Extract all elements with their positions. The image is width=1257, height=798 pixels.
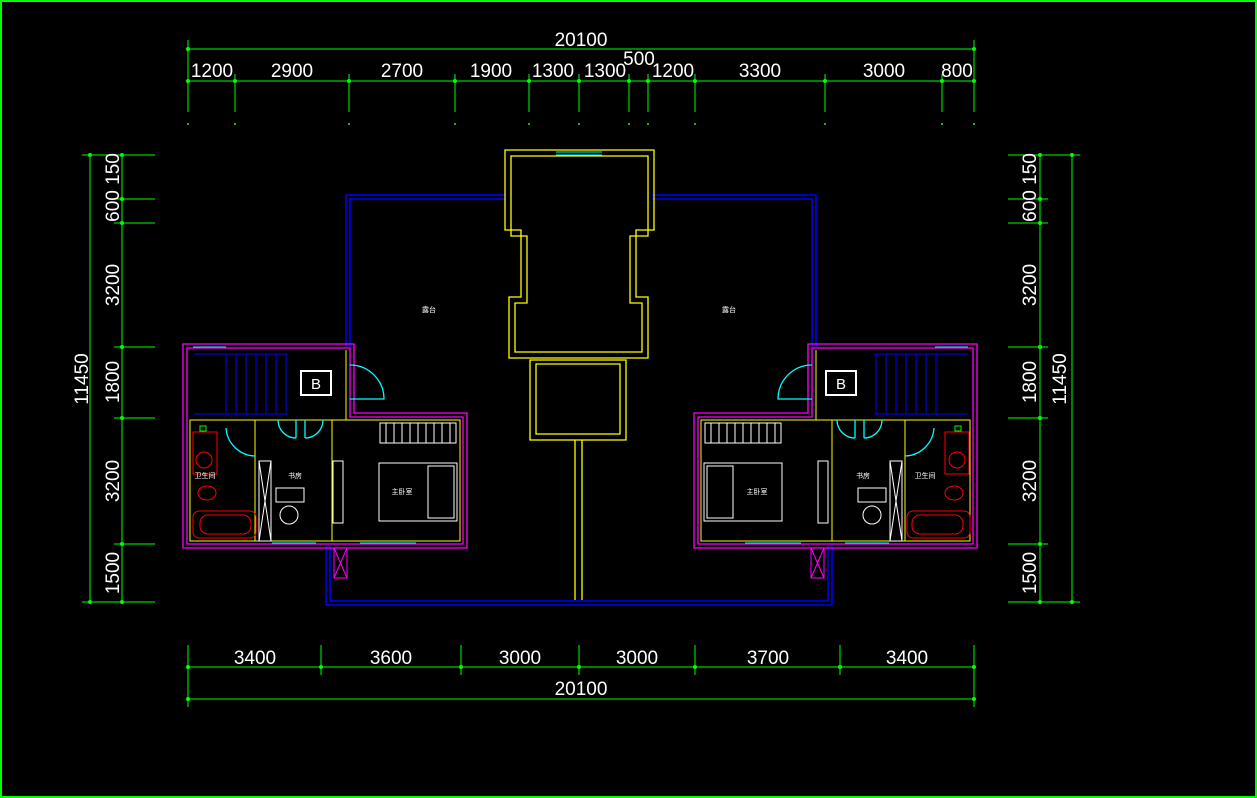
right-bath-fixtures	[906, 431, 971, 539]
left-dimension-group	[82, 154, 155, 603]
left-study-furniture	[258, 460, 344, 542]
right-dim-ticks	[1038, 153, 1074, 604]
right-terrace-label: 露台	[722, 305, 736, 314]
right-bathroom-label: 卫生间	[915, 471, 936, 480]
right-stair	[874, 353, 968, 415]
right-total-dimension: 11450	[1050, 353, 1071, 404]
right-stair-tag: B	[836, 376, 846, 393]
right-bedroom-furniture	[703, 422, 783, 522]
top-dim-ticks	[186, 47, 976, 83]
left-bedroom-furniture	[378, 422, 458, 522]
left-dim-6: 1500	[103, 552, 124, 594]
left-floor-drain	[199, 425, 207, 432]
left-doors	[225, 364, 385, 457]
top-dim-10: 800	[941, 61, 973, 82]
left-stair-tag: B	[311, 376, 321, 393]
left-dim-3: 3200	[103, 264, 124, 306]
left-windows	[193, 346, 416, 544]
right-master-bedroom-label: 主卧室	[747, 487, 768, 496]
left-ac-unit	[333, 547, 348, 579]
top-dim-2: 2900	[271, 61, 313, 82]
left-dim-1: 150	[103, 153, 124, 185]
left-total-dimension: 11450	[72, 353, 93, 404]
right-stair-tag-box	[825, 370, 857, 396]
left-bath-fixtures	[192, 431, 257, 539]
right-floor-drain	[954, 425, 962, 432]
right-ac-unit	[810, 547, 825, 579]
bottom-dim-1: 3400	[234, 648, 276, 669]
top-dim-9: 3000	[863, 61, 905, 82]
right-study-label: 书房	[856, 471, 870, 480]
top-dim-5: 1300	[532, 61, 574, 82]
bottom-dim-6: 3400	[886, 648, 928, 669]
right-dim-6: 1500	[1020, 552, 1041, 594]
left-stair-tag-box	[300, 370, 332, 396]
top-overlap-dimension: 500	[623, 49, 655, 70]
right-unit-inner-walls	[700, 350, 971, 542]
terrace-outer-wall	[325, 194, 833, 606]
left-terrace-label: 露台	[422, 305, 436, 314]
left-dim-5: 3200	[103, 460, 124, 502]
right-dim-5: 3200	[1020, 460, 1041, 502]
left-unit-walls	[182, 343, 468, 549]
top-dim-3: 2700	[381, 61, 423, 82]
bottom-total-dimension: 20100	[555, 679, 608, 700]
central-core-wall	[504, 149, 655, 600]
top-dim-7: 1200	[652, 61, 694, 82]
top-dim-4: 1900	[470, 61, 512, 82]
core-window	[556, 151, 602, 156]
left-master-bedroom-label: 主卧室	[392, 487, 413, 496]
right-windows	[745, 346, 968, 544]
right-doors	[777, 364, 935, 457]
left-dim-2: 600	[103, 190, 124, 222]
left-dim-4: 1800	[103, 361, 124, 403]
bottom-dim-2: 3600	[370, 648, 412, 669]
bottom-dim-4: 3000	[616, 648, 658, 669]
top-dim-6: 1300	[584, 61, 626, 82]
top-dim-1: 1200	[191, 61, 233, 82]
top-total-dimension: 20100	[555, 30, 608, 51]
left-dim-ticks	[88, 153, 124, 604]
left-study-label: 书房	[288, 471, 302, 480]
right-dim-2: 600	[1020, 190, 1041, 222]
right-unit-walls	[693, 343, 978, 549]
left-unit: B	[182, 343, 468, 579]
bottom-dim-ticks	[186, 665, 976, 701]
grid-markers-top	[187, 123, 975, 125]
top-dim-8: 3300	[739, 61, 781, 82]
right-unit: B	[693, 343, 978, 579]
right-dim-4: 1800	[1020, 361, 1041, 403]
right-study-furniture	[817, 460, 903, 542]
bottom-dim-3: 3000	[499, 648, 541, 669]
right-dim-3: 3200	[1020, 264, 1041, 306]
bottom-dim-5: 3700	[747, 648, 789, 669]
left-stair	[194, 353, 288, 415]
left-bathroom-label: 卫生间	[195, 471, 216, 480]
left-unit-inner-walls	[189, 350, 461, 542]
right-dim-1: 150	[1020, 153, 1041, 185]
